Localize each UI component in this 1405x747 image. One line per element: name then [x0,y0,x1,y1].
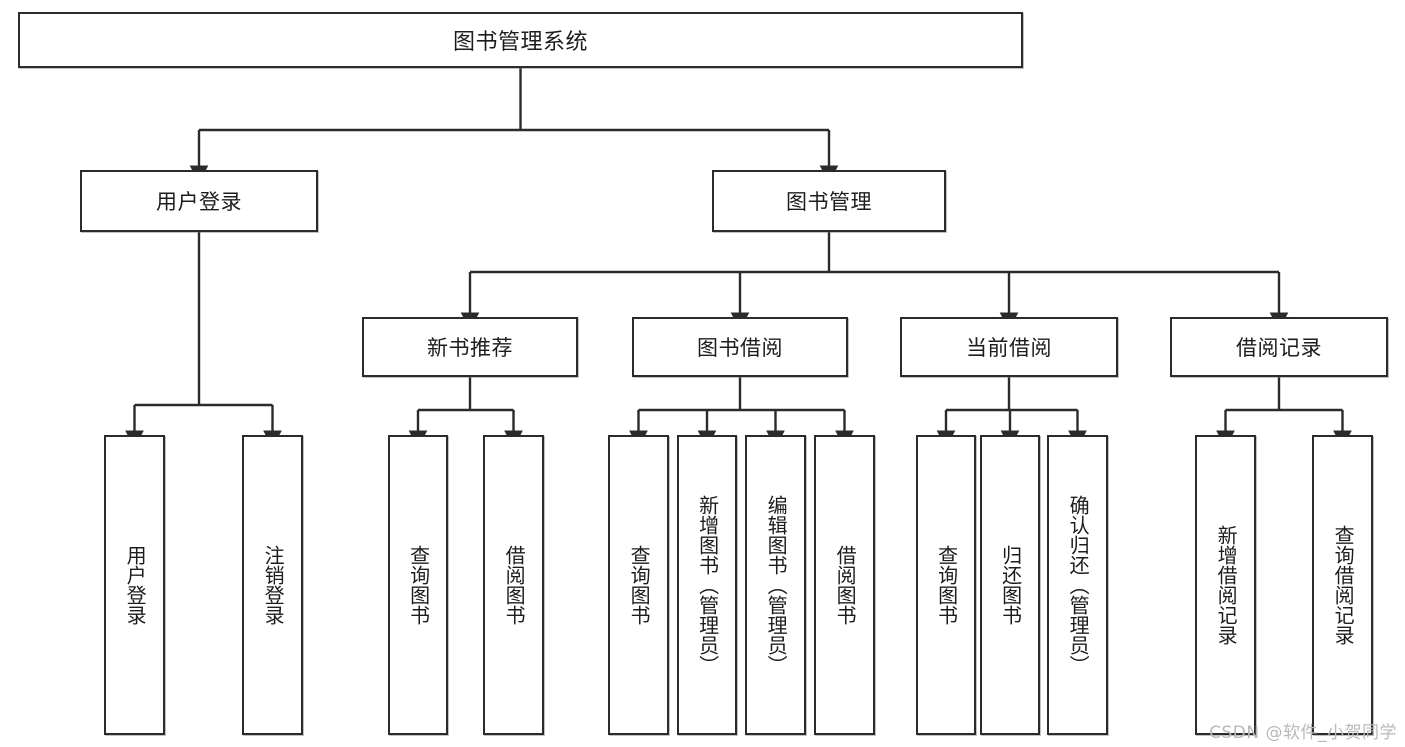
node-label: 归还图书 [998,545,1023,625]
node-label: 新增图书（管理员） [695,495,720,675]
node-leaf-add-book[interactable]: 新增图书（管理员） [677,435,737,735]
node-leaf-confirm-return[interactable]: 确认归还（管理员） [1047,435,1108,735]
node-label: 用户登录 [156,190,242,214]
node-label: 借阅记录 [1236,336,1322,360]
node-label: 查询图书 [406,545,431,625]
node-leaf-query-record[interactable]: 查询借阅记录 [1312,435,1373,735]
node-bookmgmt[interactable]: 图书管理 [712,170,946,232]
node-login[interactable]: 用户登录 [80,170,318,232]
csdn-watermark: CSDN @软件_小贺同学 [1209,723,1397,743]
node-label: 借阅图书 [833,545,858,625]
node-label: 用户登录 [123,545,148,625]
node-label: 查询图书 [627,545,652,625]
node-leaf-edit-book[interactable]: 编辑图书（管理员） [745,435,806,735]
node-label: 编辑图书（管理员） [764,495,789,675]
node-leaf-query-book-borrow[interactable]: 查询图书 [608,435,669,735]
node-leaf-borrow-book-new[interactable]: 借阅图书 [483,435,544,735]
node-label: 图书借阅 [697,336,783,360]
node-label: 借阅图书 [502,545,527,625]
node-label: 注销登录 [261,545,286,625]
node-leaf-query-book-new[interactable]: 查询图书 [388,435,448,735]
node-label: 当前借阅 [966,336,1052,360]
node-leaf-logout[interactable]: 注销登录 [242,435,303,735]
node-label: 新增借阅记录 [1214,525,1239,645]
edge-group [125,68,1352,449]
node-label: 新书推荐 [427,336,513,360]
node-label: 查询图书 [934,545,959,625]
node-leaf-add-record[interactable]: 新增借阅记录 [1195,435,1256,735]
node-leaf-return-book[interactable]: 归还图书 [980,435,1040,735]
node-leaf-query-book-current[interactable]: 查询图书 [916,435,976,735]
node-record[interactable]: 借阅记录 [1170,317,1388,377]
node-label: 图书管理系统 [452,30,588,55]
node-borrow[interactable]: 图书借阅 [632,317,848,377]
node-leaf-user-login[interactable]: 用户登录 [104,435,165,735]
node-current[interactable]: 当前借阅 [900,317,1118,377]
node-root[interactable]: 图书管理系统 [18,12,1023,68]
node-label: 图书管理 [786,190,872,214]
node-leaf-borrow-book[interactable]: 借阅图书 [814,435,875,735]
node-label: 确认归还（管理员） [1066,495,1091,675]
node-label: 查询借阅记录 [1331,525,1356,645]
node-newbook[interactable]: 新书推荐 [362,317,578,377]
